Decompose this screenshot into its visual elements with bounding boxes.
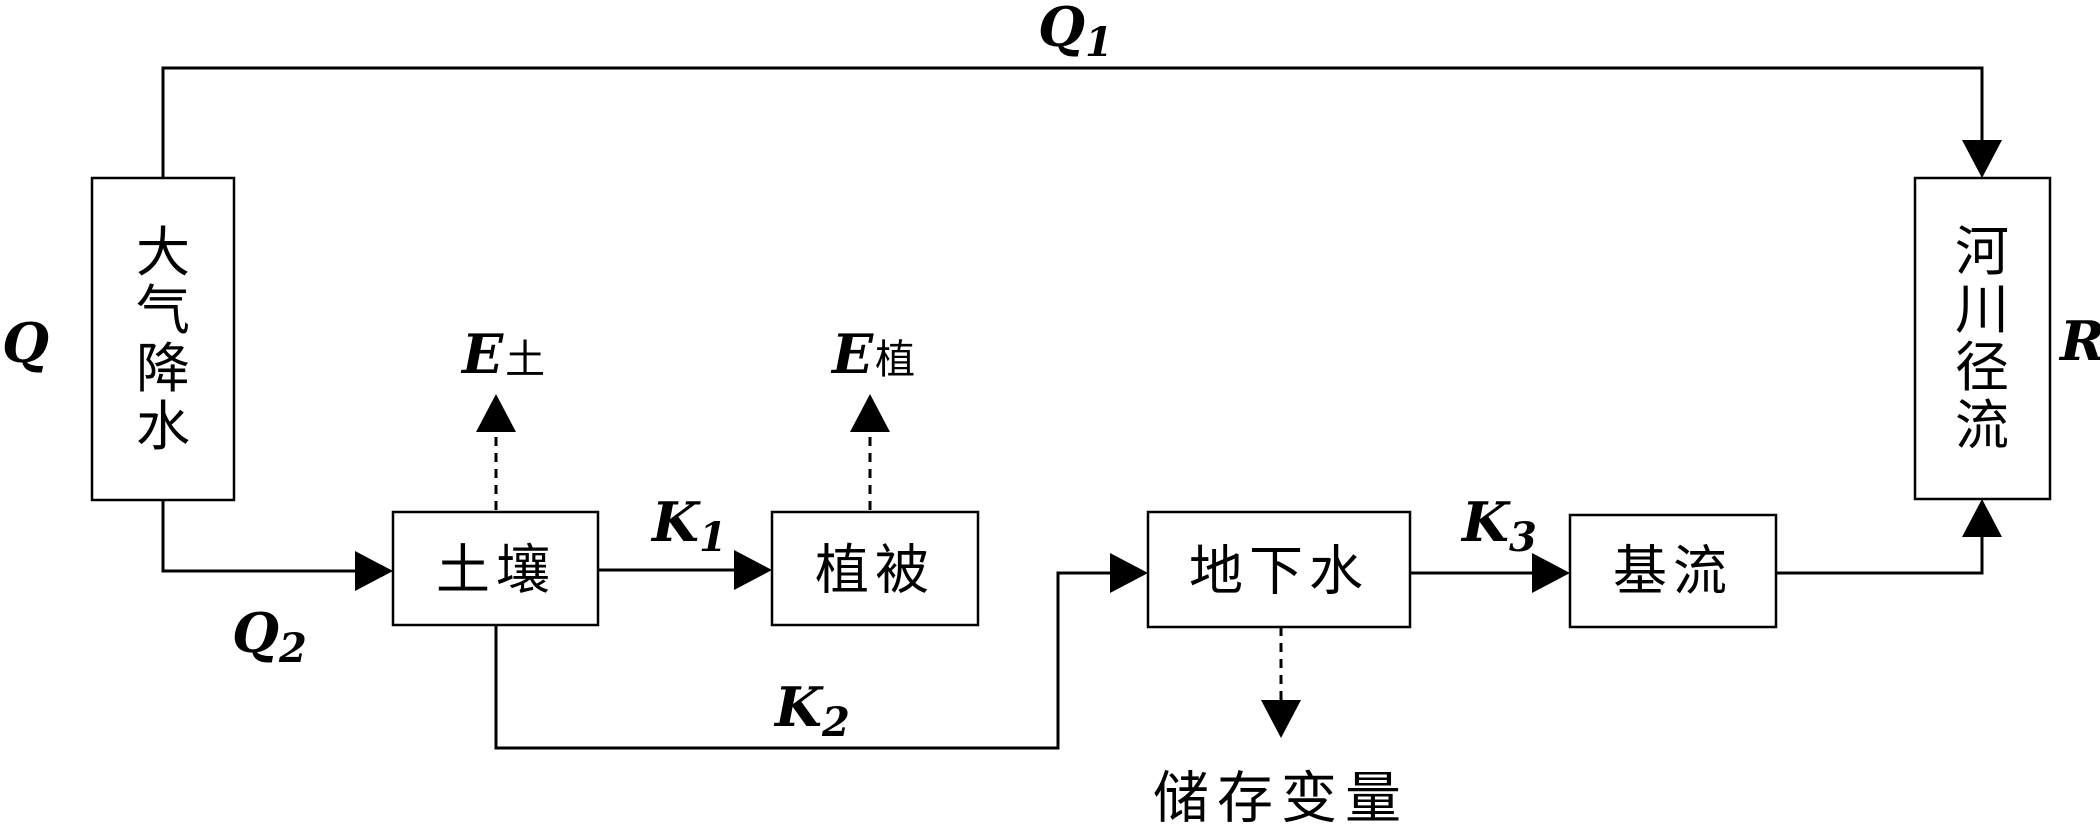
k2-label: K2 (773, 675, 850, 746)
e-soil-sub: 土 (505, 337, 545, 383)
flow-q1-arrowhead (1962, 140, 2002, 178)
baseflow-box: 基流 (1568, 513, 1778, 629)
k1-label: K1 (650, 490, 727, 561)
k1-sub: 1 (699, 514, 727, 561)
flow-r-line (1776, 533, 1984, 575)
q-label: Q (2, 311, 49, 375)
k1-base: K (650, 490, 701, 554)
soil-box: 土壤 (391, 510, 600, 627)
k2-sub: 2 (821, 699, 850, 746)
flow-e-veg-arrowhead (850, 394, 890, 432)
vertical-char: 河 (1955, 220, 2009, 283)
flow-q2-line (161, 500, 360, 573)
e-soil-label: E土 (460, 322, 545, 386)
flow-k2-line (494, 571, 1112, 750)
vertical-char: 大 (136, 221, 190, 284)
flow-r-arrowhead (1962, 499, 2002, 537)
k2-base: K (773, 675, 824, 739)
k3-base: K (1460, 490, 1511, 554)
flow-storage-arrowhead (1261, 700, 1301, 738)
q1-label: Q1 (1038, 0, 1113, 66)
vertical-char: 气 (136, 279, 190, 342)
vegetation-box: 植被 (770, 510, 980, 627)
precipitation-label: 大气降水 (136, 221, 190, 458)
e-soil-base: E (460, 322, 504, 386)
q2-base: Q (232, 601, 279, 665)
vertical-char: 流 (1955, 394, 2009, 457)
flow-e-soil-arrowhead (476, 394, 516, 432)
vertical-char: 川 (1955, 278, 2009, 341)
e-veg-label: E植 (830, 322, 915, 386)
soil-label: 土壤 (436, 539, 556, 602)
q2-sub: 2 (278, 625, 307, 672)
flow-q1-line (161, 66, 1984, 178)
runoff-label: 河川径流 (1955, 220, 2009, 457)
groundwater-label: 地下水 (1189, 540, 1369, 603)
e-veg-sub: 植 (875, 337, 915, 383)
e-veg-base: E (830, 322, 874, 386)
k3-sub: 3 (1509, 514, 1537, 561)
flow-k2-arrowhead (1110, 553, 1148, 593)
precipitation-box: 大气降水 (90, 176, 236, 502)
k3-label: K3 (1460, 490, 1537, 561)
storage-change-label: 储存变量 (1153, 767, 1409, 825)
q1-base: Q (1038, 0, 1085, 59)
runoff-box: 河川径流 (1913, 176, 2052, 501)
q1-sub: 1 (1085, 19, 1113, 66)
flow-k3-arrowhead (1532, 553, 1570, 593)
flow-q2-arrowhead (355, 551, 393, 591)
r-label: R (2058, 309, 2100, 373)
vertical-char: 水 (136, 395, 190, 458)
vertical-char: 降 (136, 337, 190, 400)
vegetation-label: 植被 (815, 539, 935, 602)
baseflow-label: 基流 (1613, 540, 1733, 603)
flow-k1-arrowhead (734, 550, 772, 590)
q2-label: Q2 (232, 601, 307, 672)
vertical-char: 径 (1955, 336, 2009, 399)
groundwater-box: 地下水 (1146, 510, 1412, 629)
